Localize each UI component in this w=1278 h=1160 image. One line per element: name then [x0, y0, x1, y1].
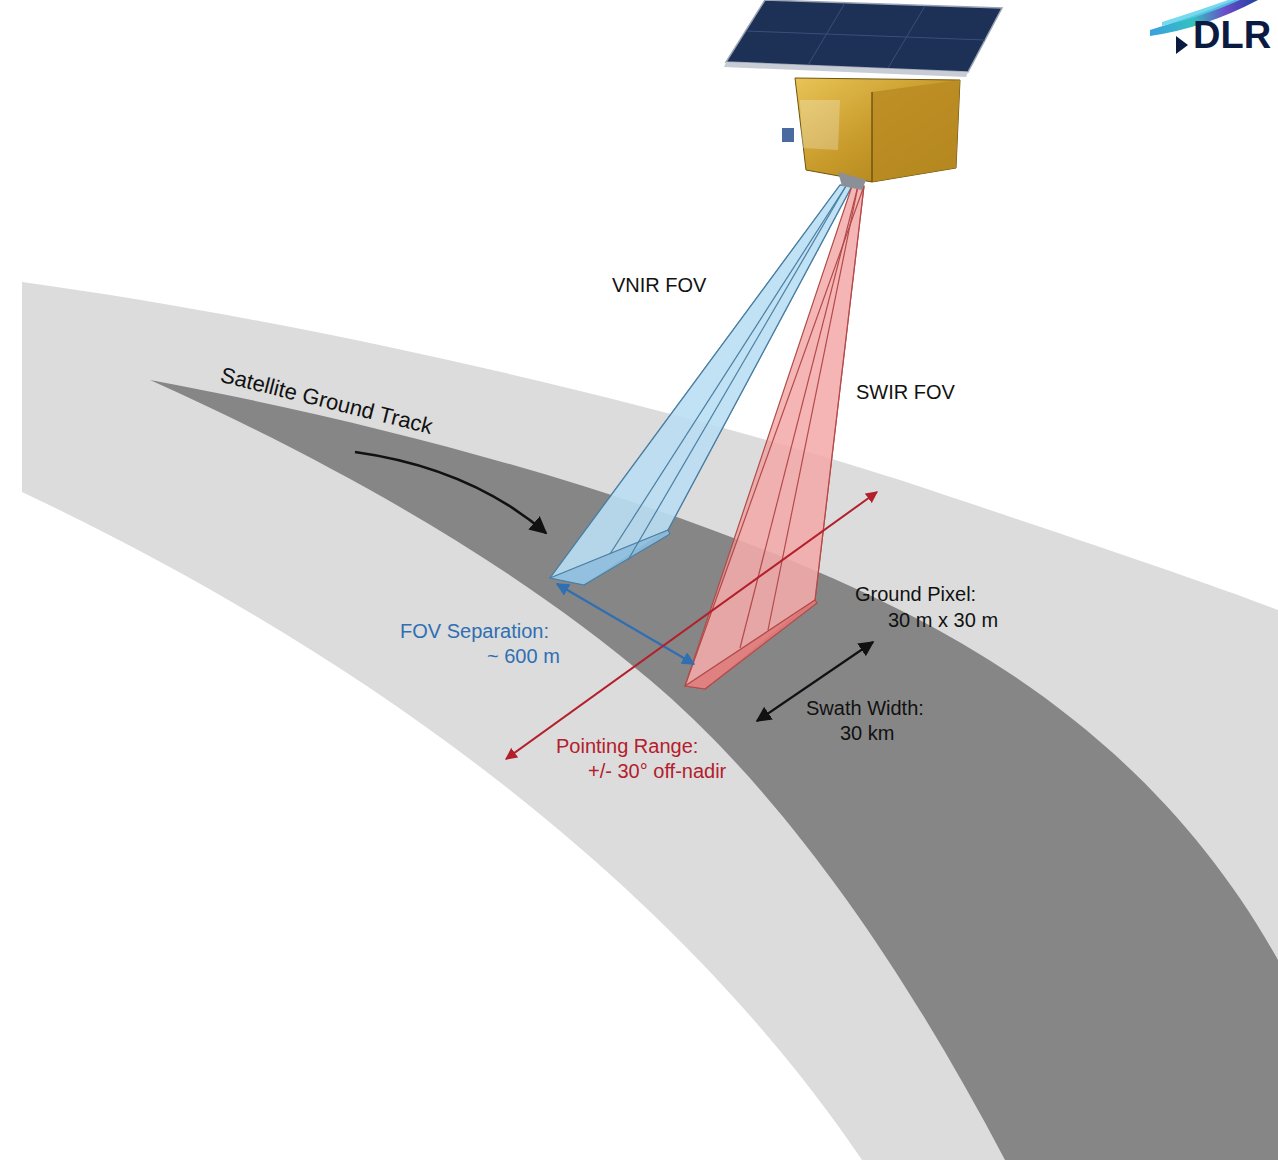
dimension-label: Swath Width:	[806, 697, 924, 720]
swir-cone	[685, 186, 864, 689]
track-arrow	[355, 452, 546, 533]
dimension-label: Ground Pixel:	[855, 583, 976, 606]
logo-text: DLR	[1193, 14, 1271, 58]
outer-band	[22, 282, 1278, 1160]
dimension-value: +/- 30° off-nadir	[588, 760, 726, 783]
ground-track-band	[150, 380, 1278, 1160]
dimension-value: 30 km	[840, 722, 894, 745]
dimension-label: FOV Separation:	[400, 620, 549, 643]
dimension-label: Pointing Range:	[556, 735, 698, 758]
fov-label: VNIR FOV	[612, 274, 706, 297]
fov-separation-arrow	[557, 584, 694, 664]
satellite	[724, 0, 1002, 190]
dimension-value: ~ 600 m	[487, 645, 560, 668]
dimension-value: 30 m x 30 m	[888, 609, 998, 632]
fov-label: SWIR FOV	[856, 381, 955, 404]
